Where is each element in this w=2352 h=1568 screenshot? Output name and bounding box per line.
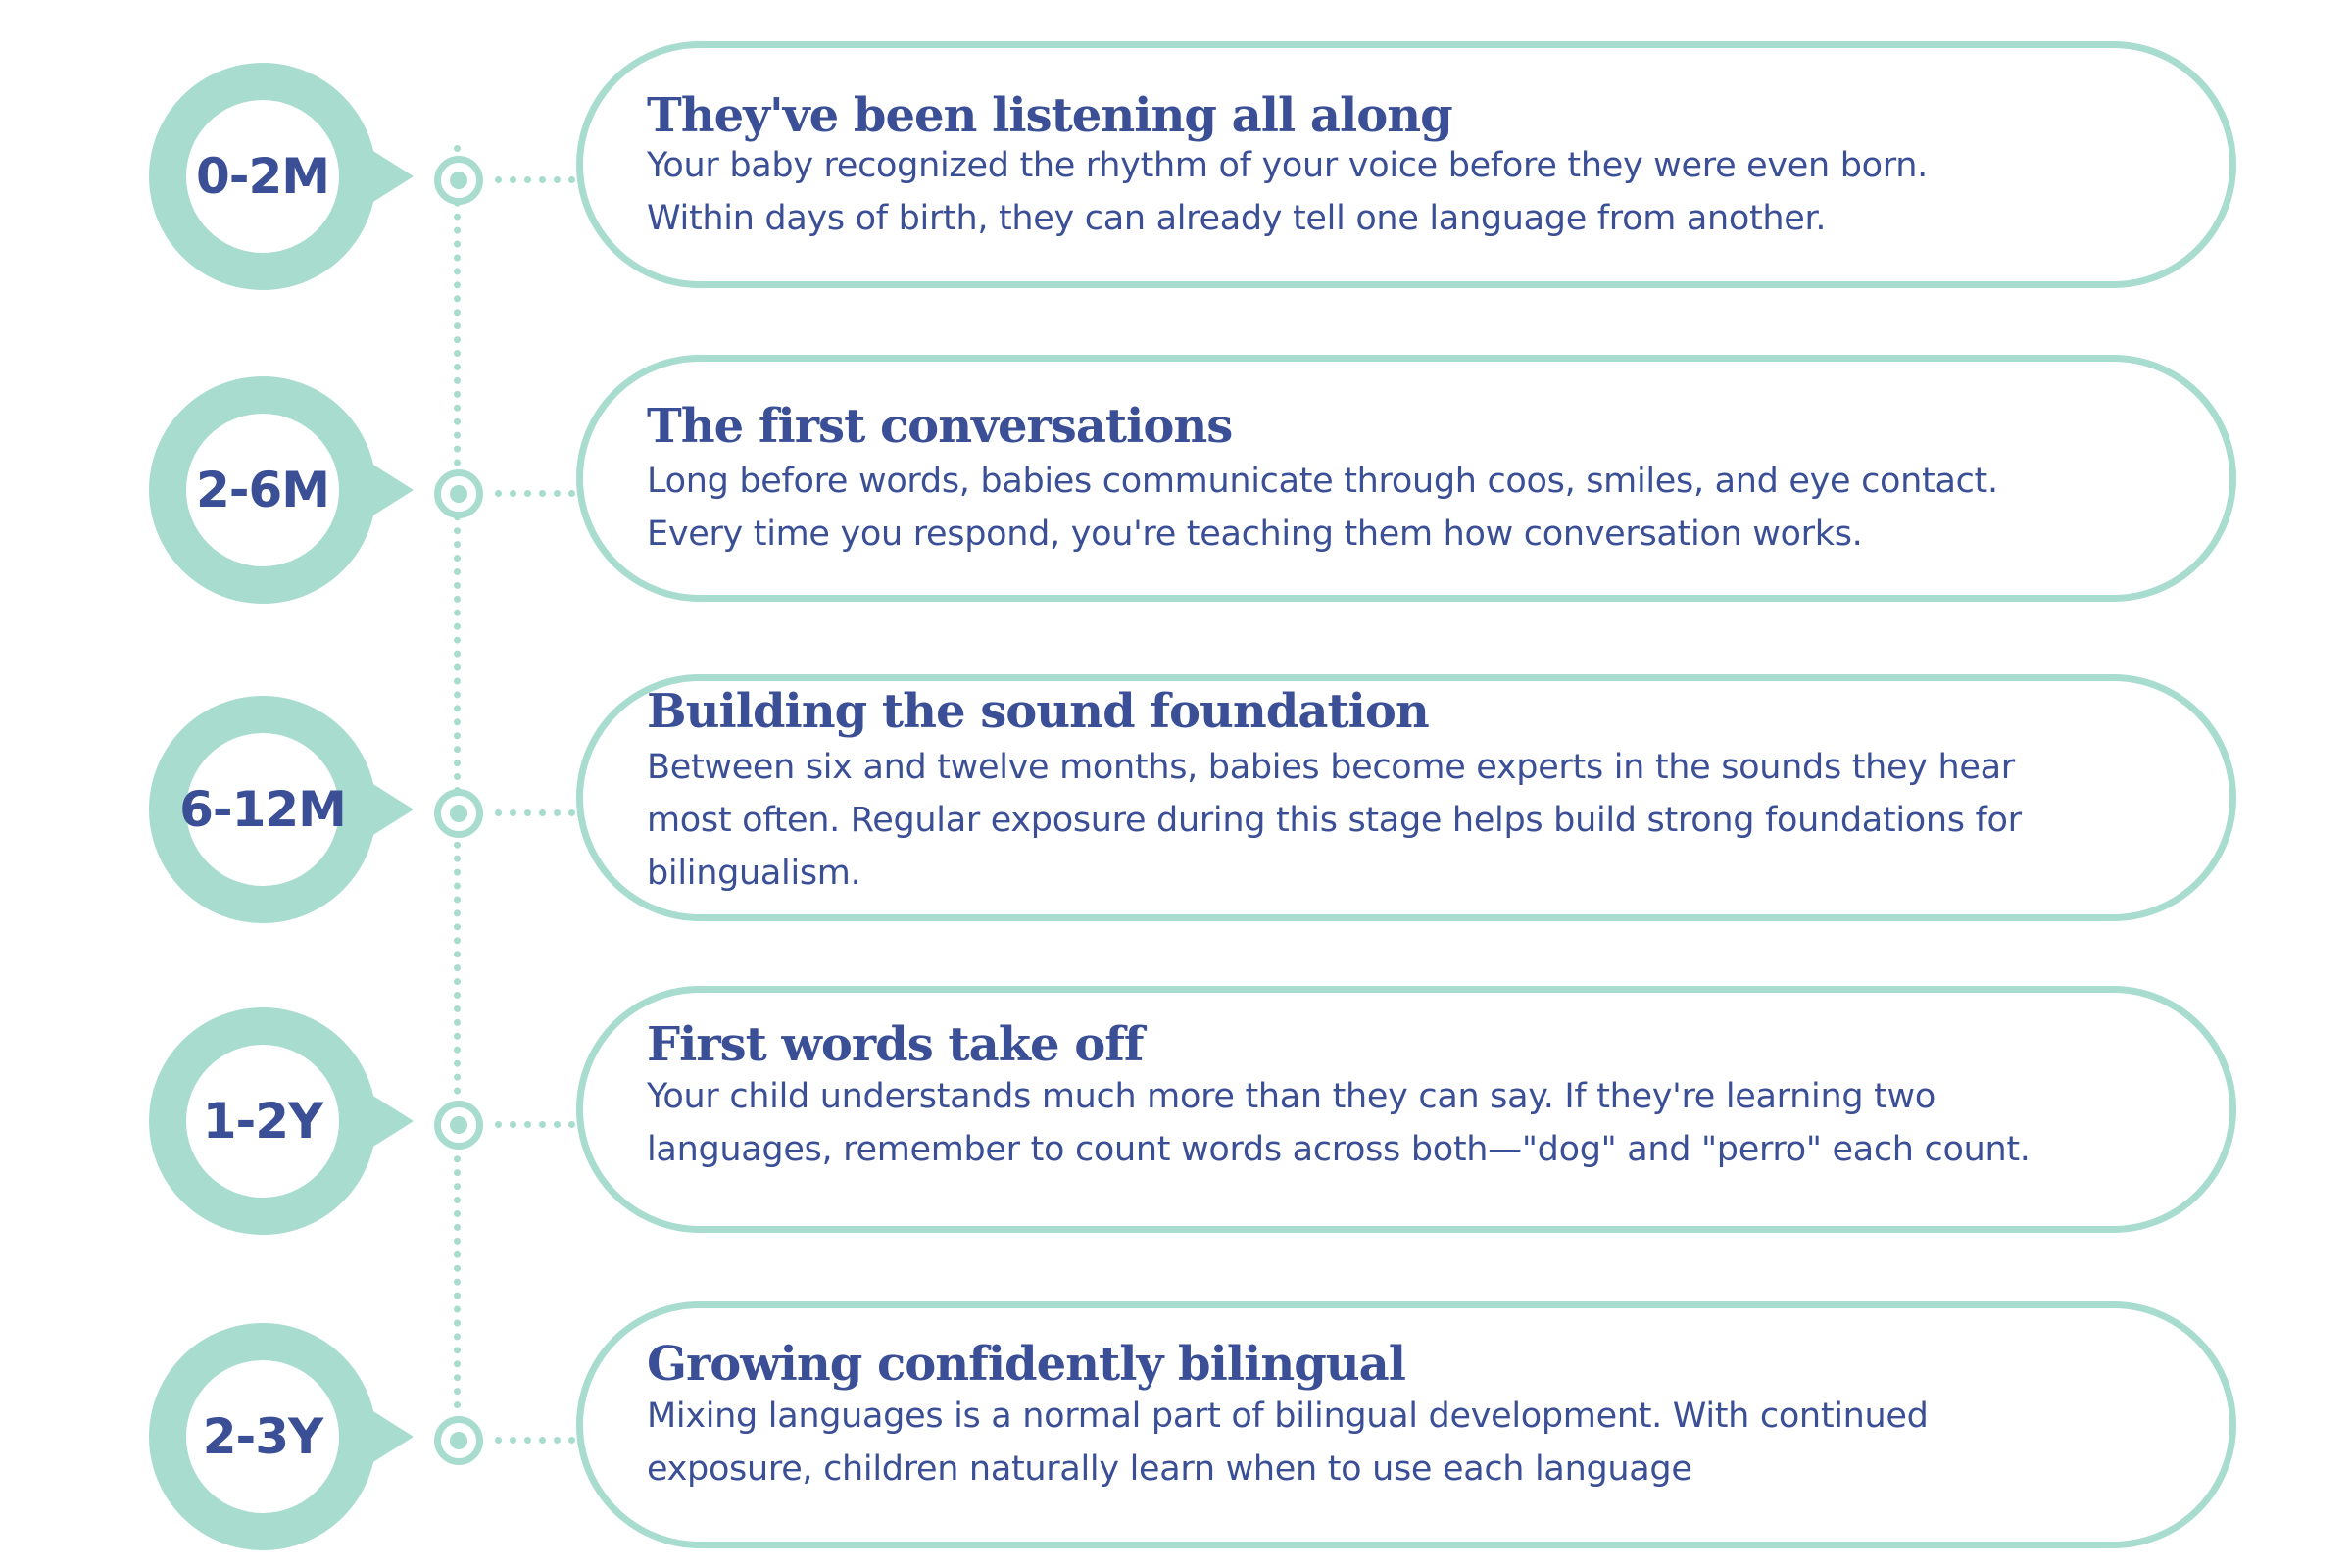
age-badge: 1-2Y [149,1007,376,1235]
age-label: 2-3Y [202,1408,324,1465]
timeline-stage: 6-12M Building the sound foundation Betw… [0,664,2352,923]
age-label: 2-6M [195,462,330,518]
milestone-text-line: Your child understands much more than th… [647,1077,1936,1116]
badge-pointer-icon [368,1093,414,1150]
milestone-title: Building the sound foundation [647,684,1430,739]
badge-pointer-icon [368,781,414,838]
age-label: 6-12M [179,781,347,838]
milestone-card [576,355,2236,602]
dotted-connector [495,1121,575,1128]
milestone-card [576,674,2236,921]
age-badge: 2-3Y [149,1323,376,1550]
timeline-node-icon [434,1416,483,1465]
timeline-node-icon [434,156,483,205]
age-badge: 2-6M [149,376,376,604]
timeline-stage: 2-6M The first conversations Long before… [0,345,2352,604]
dotted-connector [495,490,575,497]
dotted-connector [495,176,575,183]
timeline-node-icon [434,469,483,518]
age-label: 0-2M [195,148,330,205]
milestone-text-line: languages, remember to count words acros… [647,1130,2031,1169]
milestone-card [576,1301,2236,1548]
milestone-card [576,986,2236,1233]
milestone-title: Growing confidently bilingual [647,1337,1406,1392]
timeline-node-icon [434,1101,483,1150]
age-badge: 6-12M [149,696,376,923]
age-label: 1-2Y [202,1093,324,1150]
badge-pointer-icon [368,1408,414,1465]
milestone-text-line: most often. Regular exposure during this… [647,801,2022,840]
milestone-text-line: Long before words, babies communicate th… [647,462,1998,501]
milestone-text-line: Mixing languages is a normal part of bil… [647,1396,1929,1436]
milestone-text-line: Between six and twelve months, babies be… [647,748,2015,787]
milestone-card [576,41,2236,288]
badge-pointer-icon [368,462,414,518]
timeline-stage: 1-2Y First words take off Your child und… [0,976,2352,1235]
age-badge: 0-2M [149,63,376,290]
milestone-text-line: Every time you respond, you're teaching … [647,514,1863,554]
timeline-node-icon [434,789,483,838]
dotted-connector [495,1437,575,1444]
milestone-text-line: exposure, children naturally learn when … [647,1449,1692,1489]
timeline-stage: 2-3Y Growing confidently bilingual Mixin… [0,1292,2352,1550]
milestone-title: They've been listening all along [647,88,1453,143]
milestone-title: First words take off [647,1017,1145,1072]
milestone-text-line: bilingualism. [647,854,861,893]
milestone-text-line: Your baby recognized the rhythm of your … [647,146,1928,185]
timeline-stage: 0-2M They've been listening all along Yo… [0,31,2352,290]
milestone-text-line: Within days of birth, they can already t… [647,199,1827,238]
dotted-connector [495,809,575,816]
milestone-title: The first conversations [647,399,1233,454]
badge-pointer-icon [368,148,414,205]
timeline-spine [454,145,461,1409]
